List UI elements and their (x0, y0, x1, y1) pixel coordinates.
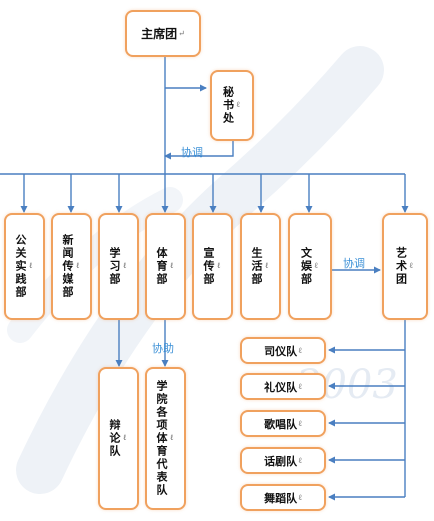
department-mark: ℓ (262, 261, 271, 272)
debate-team-mark: ℓ (120, 433, 129, 444)
art-group-mark: ℓ (406, 261, 416, 272)
department-label: 宣传部 (202, 247, 215, 286)
debate-team-label: 辩论队 (108, 419, 121, 458)
department-mark: ℓ (167, 261, 176, 272)
art-group-label: 艺术团 (394, 247, 408, 286)
art-team-label: 司仪队 (264, 344, 298, 358)
secretariat-label: 秘书处 (221, 86, 235, 125)
department-mark: ℓ (73, 261, 82, 272)
art-team-mark: ℓ (298, 456, 302, 465)
art-team-mark: ℓ (298, 419, 302, 428)
art-team-label: 舞蹈队 (264, 491, 298, 505)
coordinate-label-mid: 协调 (343, 257, 365, 270)
department-label: 学习部 (108, 247, 121, 286)
department-label: 体育部 (155, 247, 168, 286)
department-mark: ℓ (311, 261, 321, 272)
department-mark: ℓ (26, 261, 35, 272)
department-label: 新闻传媒部 (61, 234, 74, 299)
coordinate-label-top: 协调 (181, 146, 203, 159)
department-mark: ℓ (214, 261, 223, 272)
art-team-label: 礼仪队 (264, 380, 298, 394)
department-label: 文娱部 (299, 247, 313, 286)
presidium-label: 主席团 (141, 27, 178, 41)
art-team-label: 话剧队 (264, 454, 298, 468)
art-team-mark: ℓ (298, 346, 302, 355)
department-mark: ℓ (120, 261, 129, 272)
art-team-mark: ℓ (298, 493, 302, 502)
sports-teams-label: 学院各项体育代表队 (155, 380, 168, 497)
department-label: 生活部 (250, 247, 263, 286)
paragraph-mark: ↵ (178, 29, 185, 38)
sports-teams-mark: ℓ (167, 433, 176, 444)
assist-label: 协助 (152, 342, 174, 355)
secretariat-mark: ℓ (233, 100, 243, 111)
art-team-mark: ℓ (298, 382, 302, 391)
department-label: 公关实践部 (14, 234, 27, 299)
art-team-label: 歌唱队 (264, 417, 298, 431)
presidium-box: 主席团↵ (125, 10, 201, 57)
